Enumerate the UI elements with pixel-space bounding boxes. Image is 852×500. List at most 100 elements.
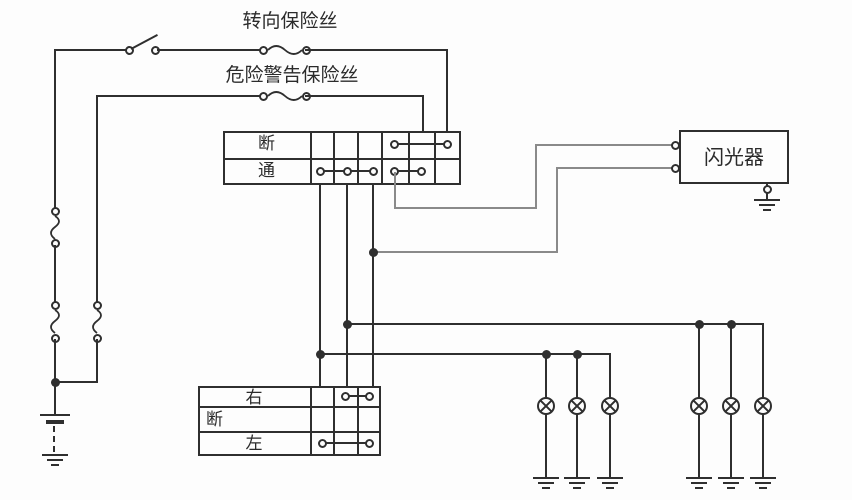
turn-fuse-label: 转向保险丝 bbox=[242, 11, 338, 32]
terminal-circle bbox=[365, 439, 374, 448]
wire-segment bbox=[609, 353, 611, 398]
ground-icon bbox=[753, 199, 781, 214]
wire-segment bbox=[54, 245, 56, 305]
lamp-x bbox=[724, 399, 738, 413]
wire-segment bbox=[535, 144, 537, 209]
wire-segment bbox=[576, 414, 578, 478]
lamp-x bbox=[539, 399, 553, 413]
ground-icon bbox=[532, 477, 560, 492]
ground-bar bbox=[759, 204, 775, 206]
ground-bar bbox=[718, 477, 744, 479]
terminal-circle bbox=[390, 140, 399, 149]
hazard-switch-row-on-label: 通 bbox=[258, 161, 275, 180]
junction-dot bbox=[51, 378, 60, 387]
panel-col-divider bbox=[434, 133, 436, 183]
contact-bridge bbox=[322, 442, 370, 444]
turn-switch-panel bbox=[198, 386, 381, 456]
fuse-wave bbox=[50, 309, 60, 334]
wire-segment bbox=[730, 414, 732, 478]
junction-dot bbox=[343, 320, 352, 329]
wire-segment bbox=[545, 353, 547, 398]
wire-segment bbox=[762, 323, 764, 398]
ground-icon bbox=[596, 477, 624, 492]
lamp-x bbox=[570, 399, 584, 413]
terminal-circle bbox=[443, 140, 452, 149]
flasher-box bbox=[679, 130, 789, 184]
ground-bar bbox=[51, 464, 59, 466]
ground-icon bbox=[749, 477, 777, 492]
battery-plate bbox=[46, 420, 64, 424]
wire-segment bbox=[394, 207, 537, 209]
junction-dot bbox=[369, 248, 378, 257]
wire-segment bbox=[394, 172, 396, 209]
terminal-circle bbox=[365, 392, 374, 401]
lamp-x bbox=[692, 399, 706, 413]
hazard-switch-row-off-label: 断 bbox=[258, 134, 275, 153]
wire-segment bbox=[422, 95, 424, 131]
ground-icon bbox=[717, 477, 745, 492]
wire-segment bbox=[96, 95, 98, 305]
inline-fuse-icon bbox=[51, 207, 60, 216]
wire-segment bbox=[55, 49, 130, 51]
wire-segment bbox=[557, 167, 673, 169]
panel-col-divider bbox=[357, 133, 359, 183]
terminal-circle bbox=[318, 439, 327, 448]
contact-bridge bbox=[394, 143, 448, 145]
wire-segment bbox=[545, 414, 547, 478]
ground-bar bbox=[542, 487, 550, 489]
panel-row-divider bbox=[225, 158, 459, 160]
terminal-circle bbox=[316, 167, 325, 176]
panel-col-divider bbox=[333, 133, 335, 183]
wire-segment bbox=[698, 414, 700, 478]
wire-segment bbox=[346, 185, 348, 387]
fuse-wave-path bbox=[267, 45, 303, 55]
hazard-switch-panel bbox=[223, 131, 461, 185]
fuse-wave-path bbox=[50, 309, 60, 334]
hazard-fuse-icon bbox=[259, 92, 268, 101]
lamp-icon bbox=[537, 397, 555, 415]
ground-bar bbox=[606, 487, 614, 489]
ground-bar bbox=[723, 482, 739, 484]
inline-fuse-icon bbox=[51, 301, 60, 310]
turn-switch-row-left-label: 左 bbox=[245, 434, 263, 453]
wire-segment bbox=[305, 95, 424, 97]
ground-bar bbox=[686, 477, 712, 479]
battery-icon bbox=[40, 414, 70, 416]
terminal-circle bbox=[671, 141, 680, 150]
fuse-wave bbox=[92, 309, 102, 334]
ground-bar bbox=[42, 454, 68, 456]
terminal-circle bbox=[369, 167, 378, 176]
wire-segment bbox=[54, 339, 56, 415]
wire-segment bbox=[372, 185, 374, 387]
panel-col-divider bbox=[333, 388, 335, 454]
fuse-wave-path bbox=[50, 215, 60, 240]
lamp-icon bbox=[754, 397, 772, 415]
ground-icon bbox=[685, 477, 713, 492]
wire-segment bbox=[97, 95, 264, 97]
lamp-x bbox=[603, 399, 617, 413]
wire-segment bbox=[157, 49, 264, 51]
ground-bar bbox=[763, 209, 771, 211]
wire-segment bbox=[762, 414, 764, 478]
contact-bridge bbox=[394, 170, 422, 172]
wire-segment bbox=[535, 144, 673, 146]
panel-row-divider bbox=[200, 406, 379, 408]
ground-bar bbox=[695, 487, 703, 489]
wire-segment bbox=[373, 251, 558, 253]
terminal-circle bbox=[343, 167, 352, 176]
hazard-fuse-label: 危险警告保险丝 bbox=[225, 65, 359, 86]
turn-switch-row-off-label: 断 bbox=[206, 410, 223, 429]
lamp-icon bbox=[568, 397, 586, 415]
contact-bridge bbox=[345, 395, 370, 397]
panel-col-divider bbox=[408, 133, 410, 183]
fuse-wave-path bbox=[92, 309, 102, 334]
wire-segment bbox=[576, 353, 578, 398]
ground-bar bbox=[597, 477, 623, 479]
wire-segment bbox=[446, 49, 448, 131]
terminal-circle bbox=[417, 167, 426, 176]
wire-segment bbox=[698, 323, 700, 398]
wire-segment bbox=[96, 339, 98, 383]
ground-bar bbox=[573, 487, 581, 489]
wire-segment bbox=[766, 193, 768, 199]
